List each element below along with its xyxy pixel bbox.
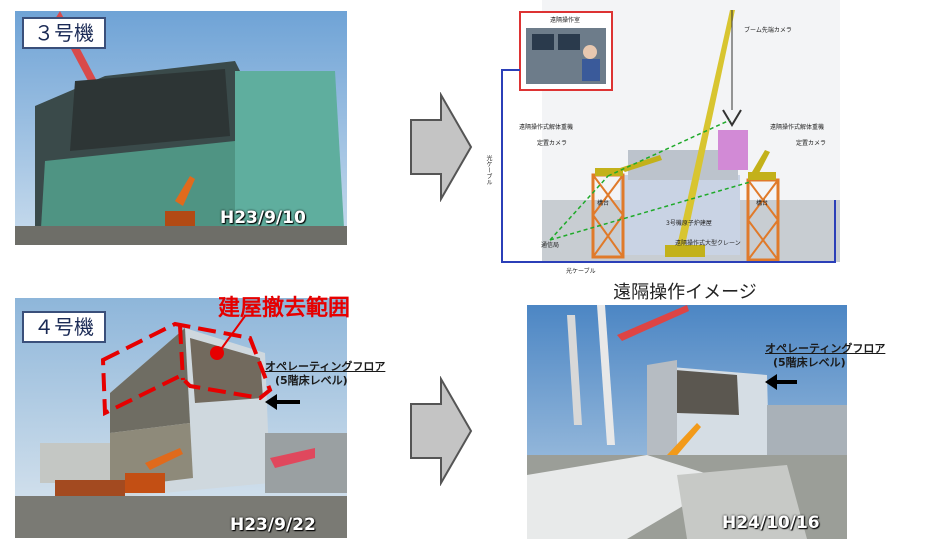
arrow-right-top: [410, 92, 473, 202]
demolition-outline: [100, 321, 273, 417]
unit4-date: H23/9/22: [230, 515, 316, 535]
label-building: 3号機原子炉建屋: [666, 220, 712, 227]
label-control-room: 遠隔操作室: [550, 17, 581, 24]
label-platform-left: 構台: [597, 200, 610, 207]
label-fixed-camera-left: 定置カメラ: [537, 140, 568, 147]
label-cable-horizontal: 光ケーブル: [566, 268, 596, 275]
unit4-label: ４号機: [22, 311, 106, 343]
after-building-image: [527, 305, 847, 539]
label-heavy-machine-right: 遠隔操作式解体重機: [770, 124, 825, 131]
after-op-floor-title: オペレーティングフロア: [765, 342, 886, 355]
label-platform-right: 構台: [756, 200, 769, 207]
op-floor-arrow-right: [765, 374, 797, 390]
remote-diagram: [480, 0, 860, 272]
after-op-floor: オペレーティングフロア (5階床レベル): [765, 342, 885, 370]
demolition-range-title: 建屋撤去範囲: [218, 296, 351, 321]
unit3-photo: [15, 11, 347, 245]
remote-caption: 遠隔操作イメージ: [613, 282, 757, 303]
unit3-label: ３号機: [22, 17, 106, 49]
after-op-floor-level: (5階床レベル): [773, 356, 846, 369]
arrow-right-bottom: [410, 376, 473, 486]
unit4-op-floor-level: (5階床レベル): [275, 374, 348, 387]
unit4-op-floor-title: オペレーティングフロア: [265, 360, 386, 373]
label-boom-camera: ブーム先端カメラ: [744, 27, 792, 34]
after-date: H24/10/16: [722, 513, 820, 533]
label-cable-vertical: 光ケーブル: [485, 155, 492, 185]
unit3-date: H23/9/10: [220, 208, 306, 228]
demolition-leader: [218, 315, 246, 353]
remote-diagram-image: [501, 0, 840, 263]
after-photo: [527, 305, 847, 539]
label-fixed-camera-right: 定置カメラ: [796, 140, 827, 147]
unit4-photo: [15, 298, 347, 538]
unit4-op-floor: オペレーティングフロア (5階床レベル): [265, 360, 385, 388]
label-comm: 通信局: [541, 242, 560, 249]
label-crane: 遠隔操作式大型クレーン: [675, 240, 741, 247]
unit4-building-image: [15, 298, 347, 538]
op-floor-arrow-left: [265, 394, 300, 410]
unit3-building-image: [15, 11, 347, 245]
label-heavy-machine-left: 遠隔操作式解体重機: [519, 124, 574, 131]
